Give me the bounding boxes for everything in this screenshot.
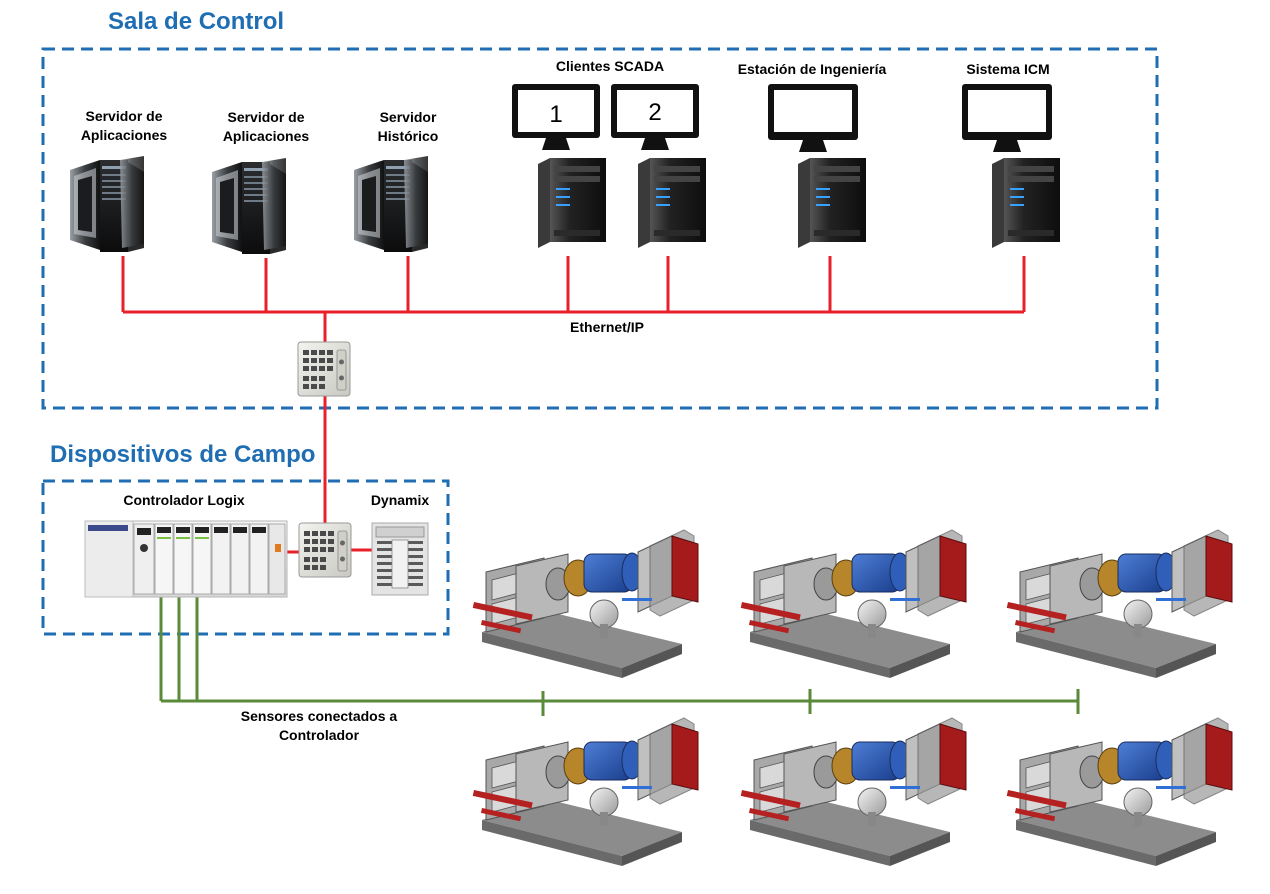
pc-tower-icon xyxy=(798,158,866,248)
scada-clients-label: Clientes SCADA xyxy=(555,58,665,74)
control-room-title: Sala de Control xyxy=(108,8,285,35)
pc-tower-icon xyxy=(992,158,1060,248)
sensor-network xyxy=(159,596,1080,716)
dynamix-label: Dynamix xyxy=(370,492,430,508)
workstation-icon: 1 2 xyxy=(512,84,1052,152)
engineering-station-label: Estación de Ingeniería xyxy=(737,61,887,77)
pc-tower-icon xyxy=(538,158,606,248)
dynamix-module-icon xyxy=(371,522,429,596)
field-devices-border xyxy=(41,479,450,636)
compressor-skid-icon xyxy=(1006,717,1233,867)
compressor-skid-icon xyxy=(472,529,699,678)
control-room-border xyxy=(41,47,1159,410)
server-rack-icon xyxy=(70,156,144,252)
ethernet-switch-icon xyxy=(297,341,351,397)
compressor-skid-icon xyxy=(740,529,967,679)
scada-monitor-1-number: 1 xyxy=(549,101,562,128)
server-rack-icon xyxy=(354,156,428,252)
ethernet-network xyxy=(121,256,1026,554)
icm-system-label: Sistema ICM xyxy=(966,61,1050,77)
controller-logix-label: Controlador Logix xyxy=(123,492,245,508)
compressor-skid-icon xyxy=(1006,529,1233,679)
pc-tower-icon xyxy=(638,158,706,248)
server-app-2-label: Servidor de Aplicaciones xyxy=(222,109,310,144)
server-rack-icon xyxy=(212,158,286,254)
field-devices-title: Dispositivos de Campo xyxy=(50,441,316,468)
server-historic-label: Servidor Histórico xyxy=(377,109,439,144)
compressor-skid-icon xyxy=(740,717,967,867)
sensors-label: Sensores conectados a Controlador xyxy=(240,708,398,743)
ethernet-switch-icon xyxy=(298,522,352,578)
plc-rack-icon xyxy=(84,520,288,598)
ethernet-ip-label: Ethernet/IP xyxy=(570,319,644,335)
compressor-skid-icon xyxy=(472,717,699,867)
scada-monitor-2-number: 2 xyxy=(648,99,661,126)
server-app-1-label: Servidor de Aplicaciones xyxy=(80,108,168,143)
